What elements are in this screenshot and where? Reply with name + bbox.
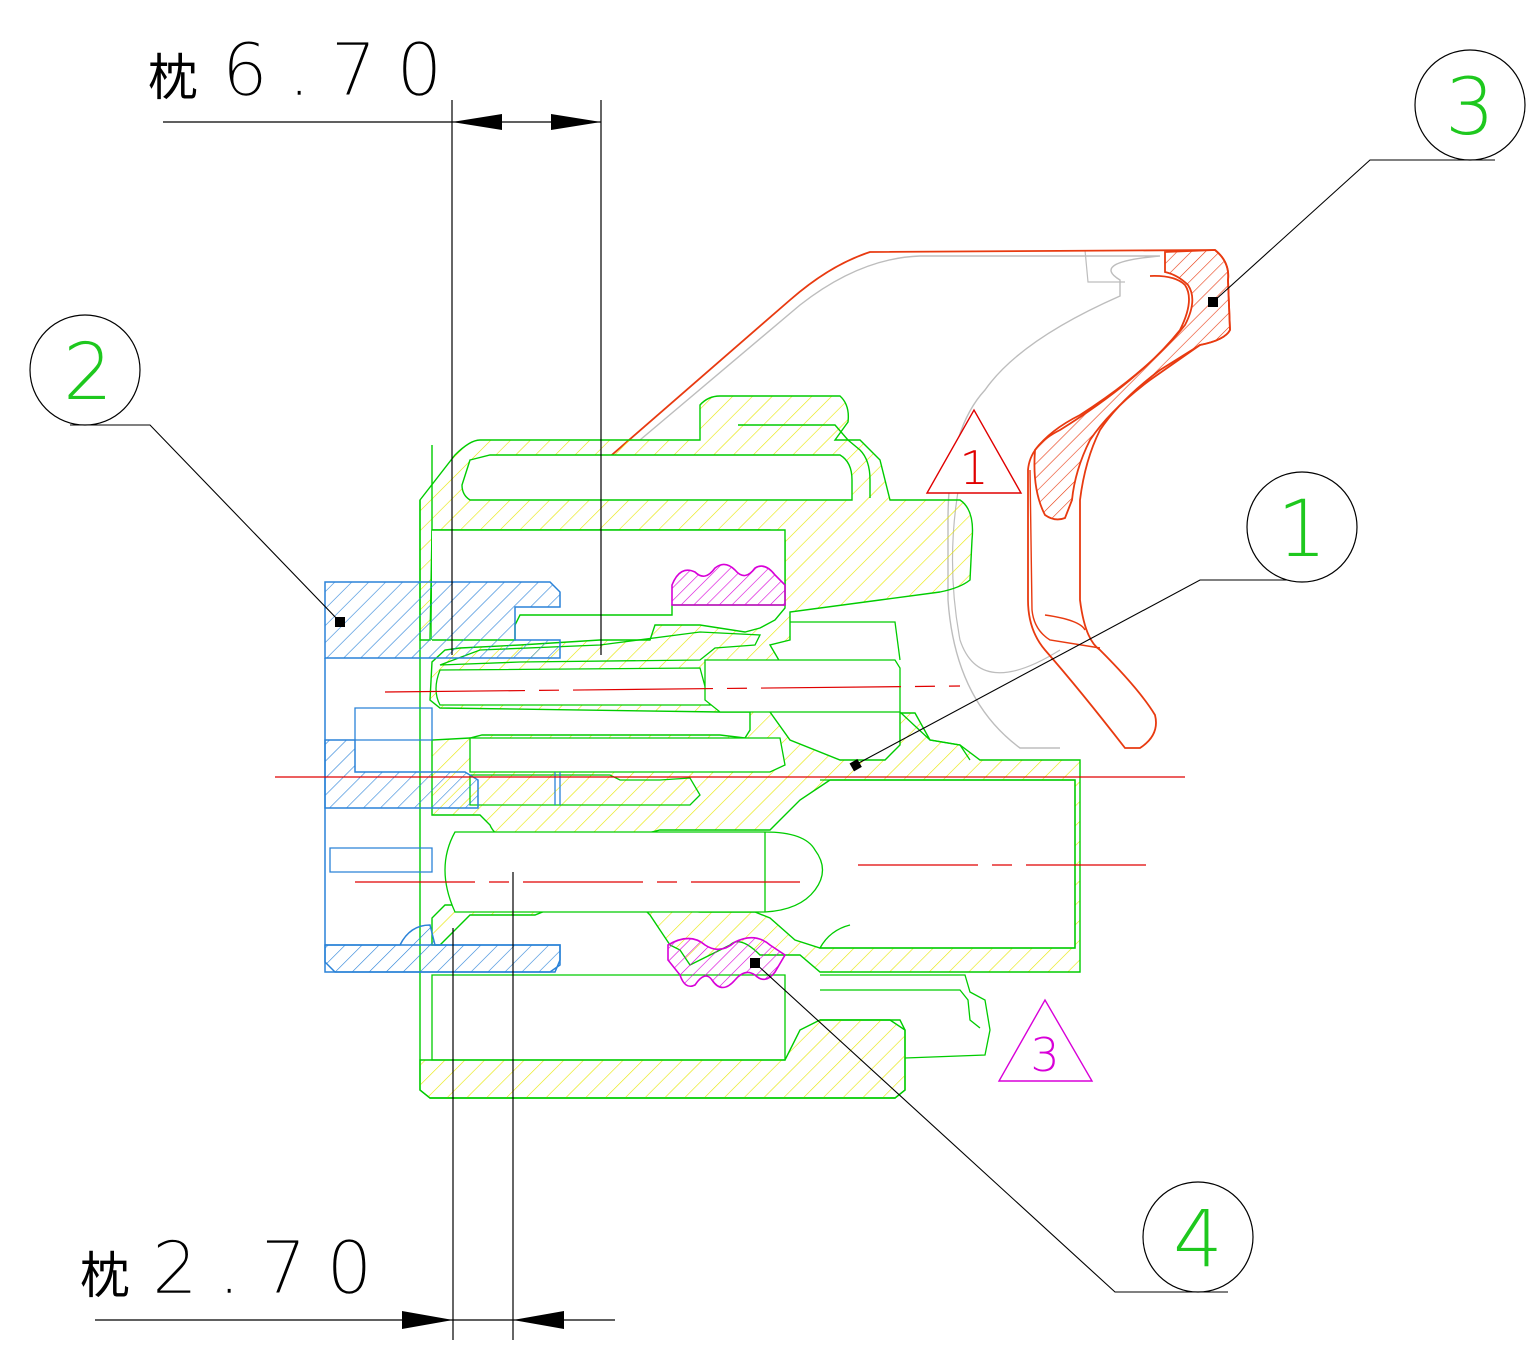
centerline-upper — [384, 685, 961, 693]
leader-part-2 — [70, 424, 341, 623]
cap-inner-lines — [329, 707, 561, 873]
leader-dots — [335, 297, 1218, 968]
revision-triangle-3-label: 3 — [1030, 1028, 1059, 1082]
balloon-part-2: 2 — [29, 314, 141, 426]
latch-part-3 — [559, 249, 1231, 749]
seal-upper — [671, 563, 786, 606]
revision-triangle-3: 3 — [997, 998, 1094, 1082]
housing-part-1 — [419, 395, 1081, 1099]
dim-bottom-arrow-right — [513, 1311, 564, 1329]
dim-bottom-prefix: 枕 — [80, 1247, 130, 1305]
balloon-circle-part-4 — [1142, 1181, 1254, 1293]
balloon-part-3: 3 — [1414, 49, 1526, 161]
balloon-part-1: 1 — [1246, 471, 1358, 583]
housing-upper-slot — [461, 454, 853, 501]
leader-dot-part-1 — [849, 759, 862, 772]
latch-hatched-arm — [1033, 249, 1231, 521]
cap-bottom-band — [324, 924, 561, 973]
seal-lower — [667, 936, 787, 989]
dim-bottom-arrow-left — [402, 1311, 453, 1329]
dim-top-arrow-left — [452, 114, 502, 130]
leader-part-1 — [854, 579, 1312, 766]
cap-top-block — [324, 581, 561, 659]
dim-top-arrow-right — [551, 114, 601, 130]
housing-cavity-lower — [431, 974, 786, 1061]
revision-triangle-1: 1 — [925, 408, 1023, 495]
dimension-bottom — [95, 872, 615, 1340]
leader-dot-part-4 — [750, 958, 760, 968]
cap-part-2 — [324, 581, 561, 973]
latch-lower-arm — [1029, 469, 1101, 649]
seal-part-4 — [667, 563, 787, 989]
balloon-label-part-3: 3 — [1445, 63, 1495, 153]
housing-mid-slot — [469, 737, 786, 773]
leader-dot-part-3 — [1208, 297, 1218, 307]
dim-bottom-value: 2.70 — [152, 1226, 392, 1310]
housing-pin-upper-body — [435, 667, 711, 706]
housing-right-channel-2 — [790, 621, 901, 661]
balloon-label-part-2: 2 — [63, 328, 113, 418]
leader-part-3 — [1212, 159, 1495, 303]
housing-upper-slot-2 — [738, 424, 871, 498]
leader-dot-part-2 — [335, 617, 345, 627]
housing-right-barrel — [818, 779, 1076, 949]
balloon-circle-part-3 — [1414, 49, 1526, 161]
dimension-top — [163, 100, 602, 655]
revision-triangle-1-label: 1 — [959, 441, 988, 495]
latch-inner-outline — [639, 255, 1161, 749]
housing-pin-lower — [444, 831, 824, 913]
leader-lines — [70, 159, 1495, 1293]
balloon-label-part-1: 1 — [1277, 485, 1327, 575]
revision-triangle-3-shape — [997, 998, 1094, 1082]
balloon-circle-part-1 — [1246, 471, 1358, 583]
latch-inner-outline-2 — [1084, 249, 1125, 283]
housing-right-channel — [704, 659, 901, 713]
housing-right-notch — [899, 711, 971, 761]
housing-bottom-clip — [820, 974, 991, 1059]
balloon-circle-part-2 — [29, 314, 141, 426]
revision-triangle-1-shape — [925, 408, 1023, 494]
cap-mid-block — [324, 739, 479, 809]
housing-bottom-band — [419, 1019, 906, 1099]
balloon-part-4: 4 — [1142, 1181, 1254, 1293]
dim-top-prefix: 枕 — [148, 49, 198, 107]
dim-top-value: 6.70 — [222, 28, 462, 112]
centerlines — [275, 685, 1185, 883]
balloon-label-part-4: 4 — [1173, 1195, 1223, 1285]
